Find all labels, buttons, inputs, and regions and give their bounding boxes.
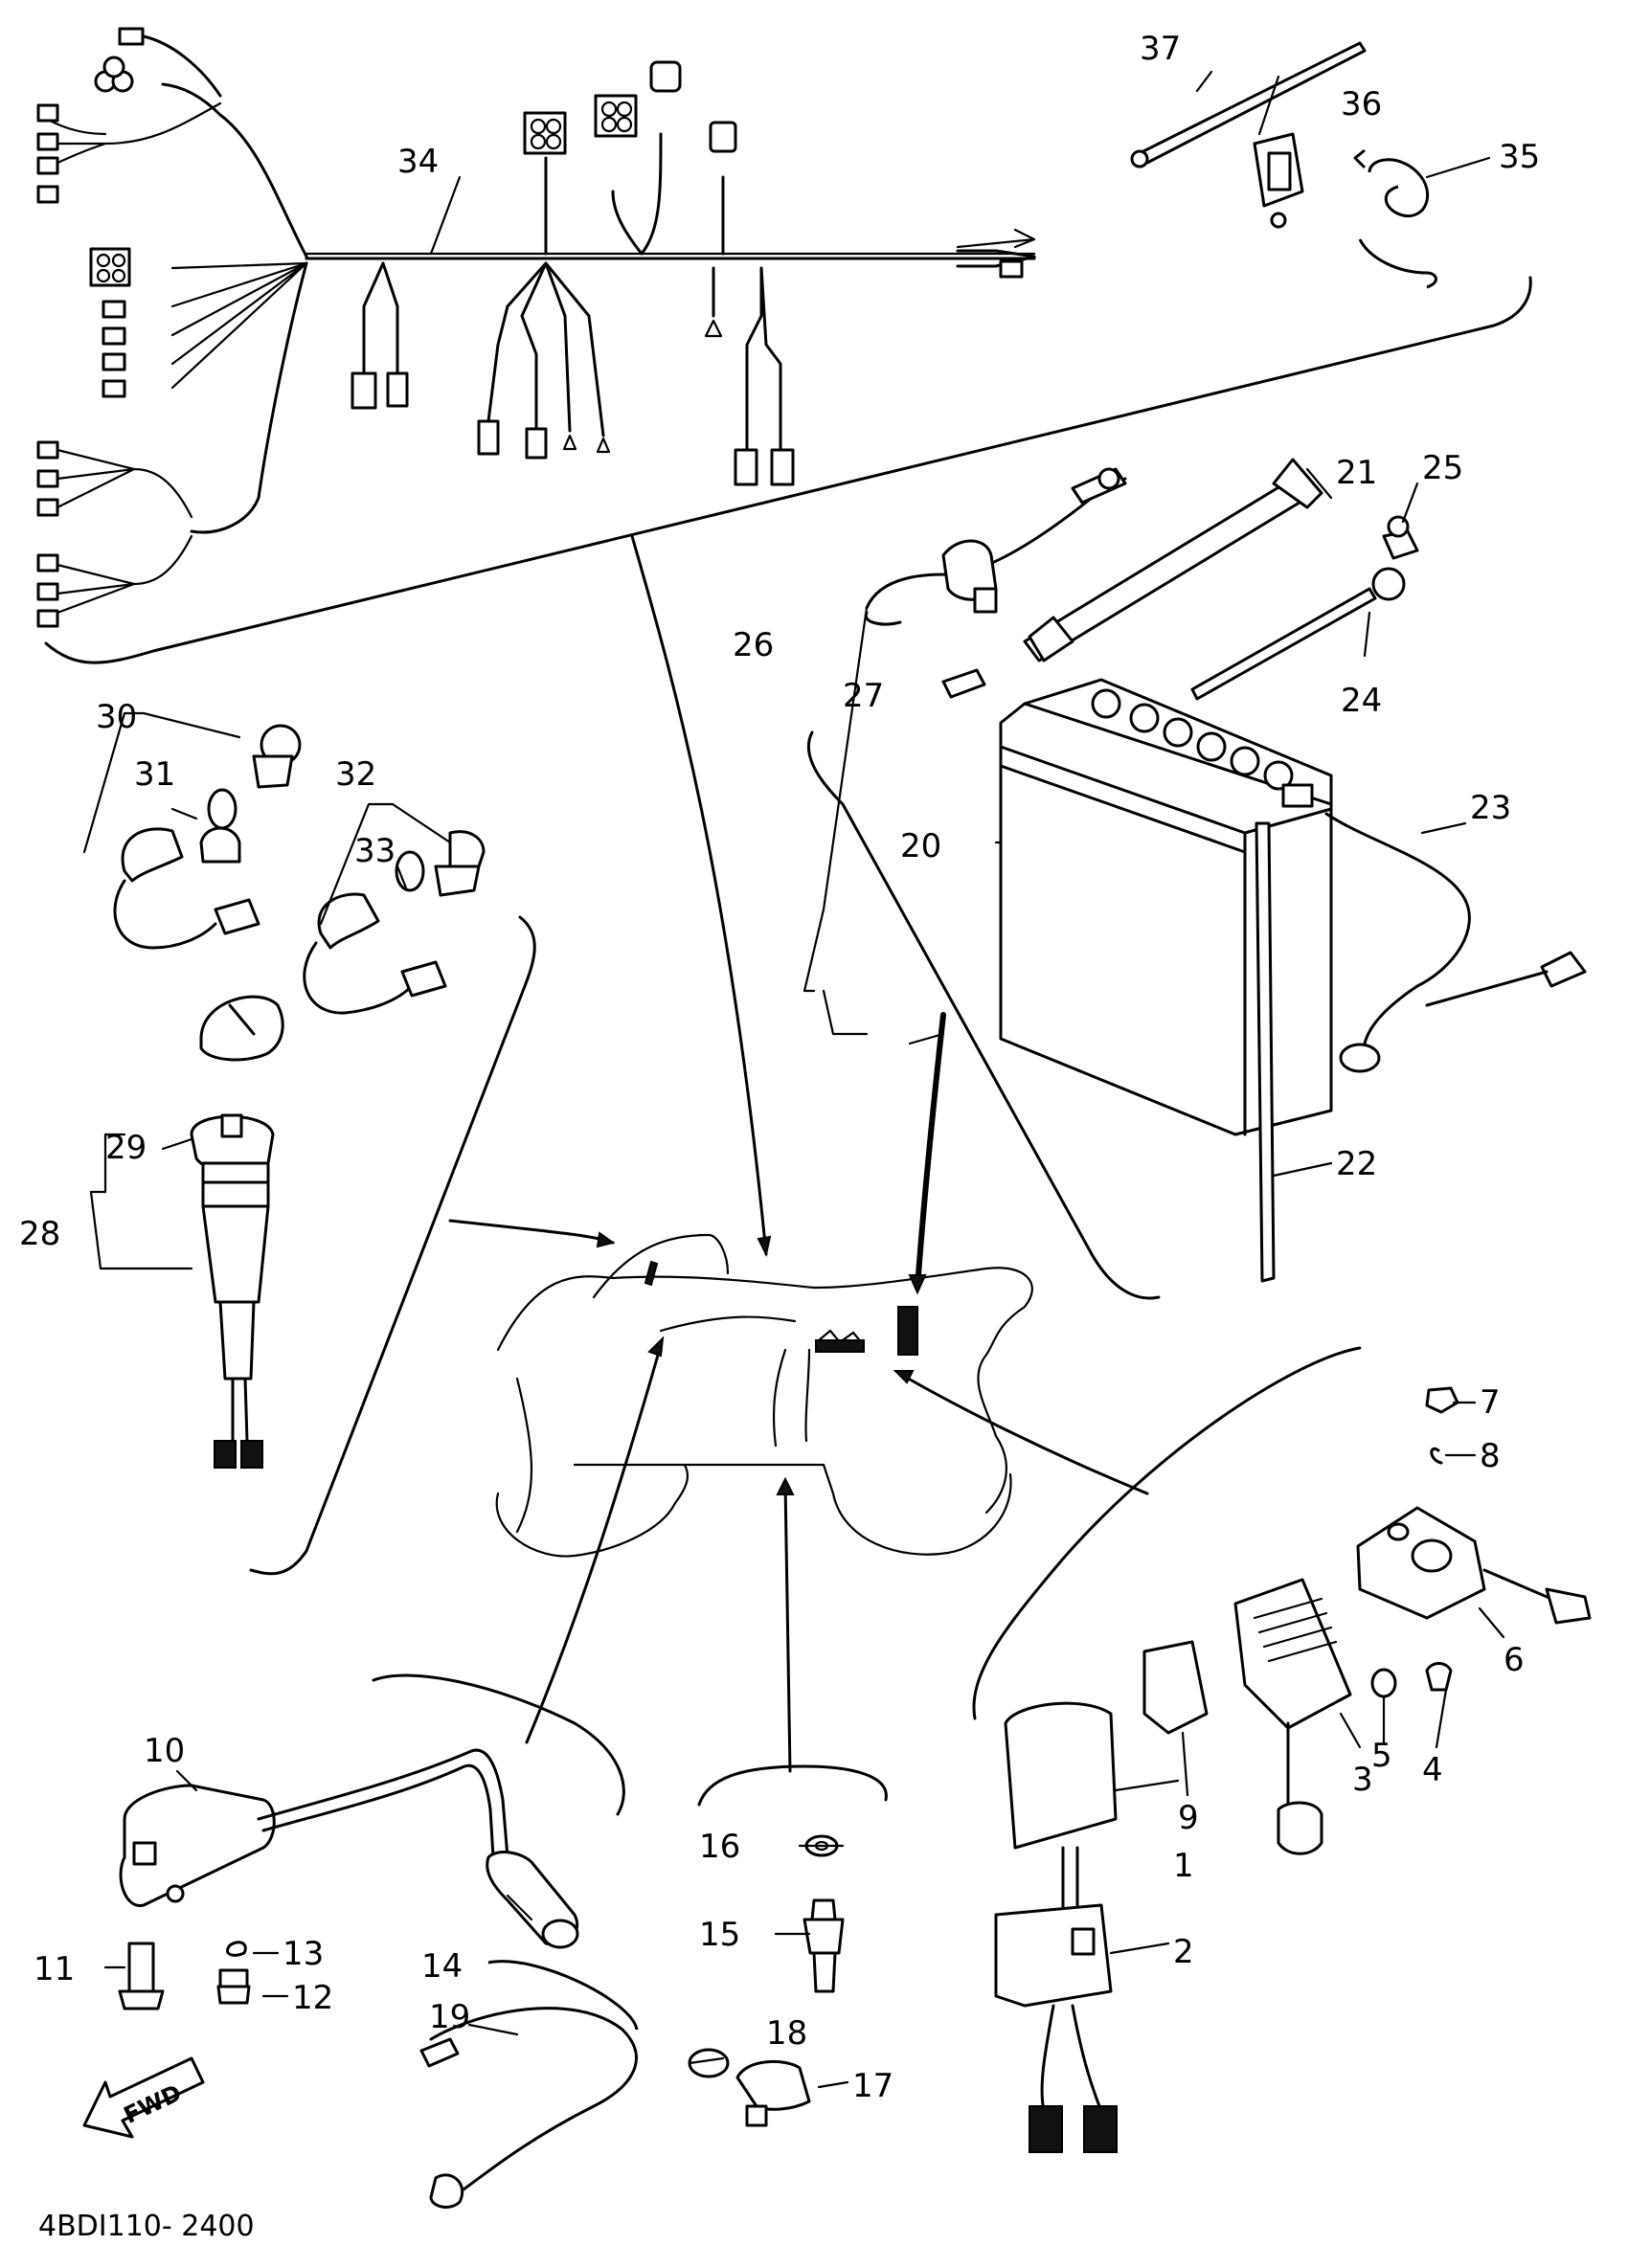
callout-34: 34 [397, 143, 439, 181]
sensor-parts [419, 1834, 845, 2209]
callout-4: 4 [1422, 1751, 1443, 1789]
callout-2: 2 [1173, 1933, 1194, 1971]
callout-14: 14 [421, 1947, 463, 1986]
relay-parts [994, 1386, 1592, 2153]
main-switch [190, 995, 284, 1469]
callout-7: 7 [1480, 1383, 1501, 1422]
callout-22: 22 [1336, 1145, 1377, 1183]
callout-23: 23 [1470, 789, 1511, 827]
motorcycle-outline [495, 1233, 1033, 1558]
callout-24: 24 [1341, 682, 1382, 720]
bulb-sockets [113, 724, 486, 1015]
callout-35: 35 [1499, 138, 1540, 176]
callout-25: 25 [1422, 449, 1463, 487]
callout-15: 15 [699, 1916, 740, 1954]
callout-10: 10 [144, 1732, 185, 1770]
callout-13: 13 [283, 1935, 324, 1973]
callout-12: 12 [292, 1979, 333, 2017]
callout-3: 3 [1352, 1761, 1373, 1799]
callout-leaders [82, 70, 1505, 2089]
callout-5: 5 [1371, 1737, 1392, 1775]
section-borders [44, 276, 1532, 1816]
callout-8: 8 [1480, 1437, 1501, 1475]
callout-19: 19 [429, 1998, 470, 2036]
leader-arrows [448, 534, 1149, 1773]
callout-11: 11 [34, 1950, 75, 1988]
callout-18: 18 [766, 2014, 807, 2053]
callout-26: 26 [733, 626, 774, 664]
callout-21: 21 [1336, 454, 1377, 492]
callout-1: 1 [1173, 1847, 1194, 1885]
callout-33: 33 [354, 832, 396, 870]
callout-labels: 1 2 3 4 5 6 7 8 9 10 11 12 13 14 15 16 1… [19, 30, 1540, 2243]
callout-27: 27 [843, 677, 884, 715]
callout-16: 16 [699, 1828, 740, 1866]
callout-28: 28 [19, 1215, 60, 1253]
callout-32: 32 [335, 755, 376, 794]
wire-harness [36, 27, 1036, 628]
top-right-parts [1130, 41, 1437, 289]
ignition-coil [118, 1748, 579, 2010]
callout-31: 31 [134, 755, 175, 794]
callout-29: 29 [105, 1129, 147, 1167]
battery-area [864, 458, 1587, 1283]
diagram-code: 4BDI110- 2400 [38, 2210, 255, 2243]
forward-arrow [82, 2056, 205, 2139]
callout-37: 37 [1140, 30, 1181, 68]
callout-20: 20 [900, 827, 941, 865]
callout-30: 30 [96, 698, 137, 736]
callout-17: 17 [852, 2067, 893, 2105]
callout-9: 9 [1178, 1799, 1199, 1837]
callout-36: 36 [1341, 85, 1382, 124]
callout-6: 6 [1504, 1641, 1525, 1679]
